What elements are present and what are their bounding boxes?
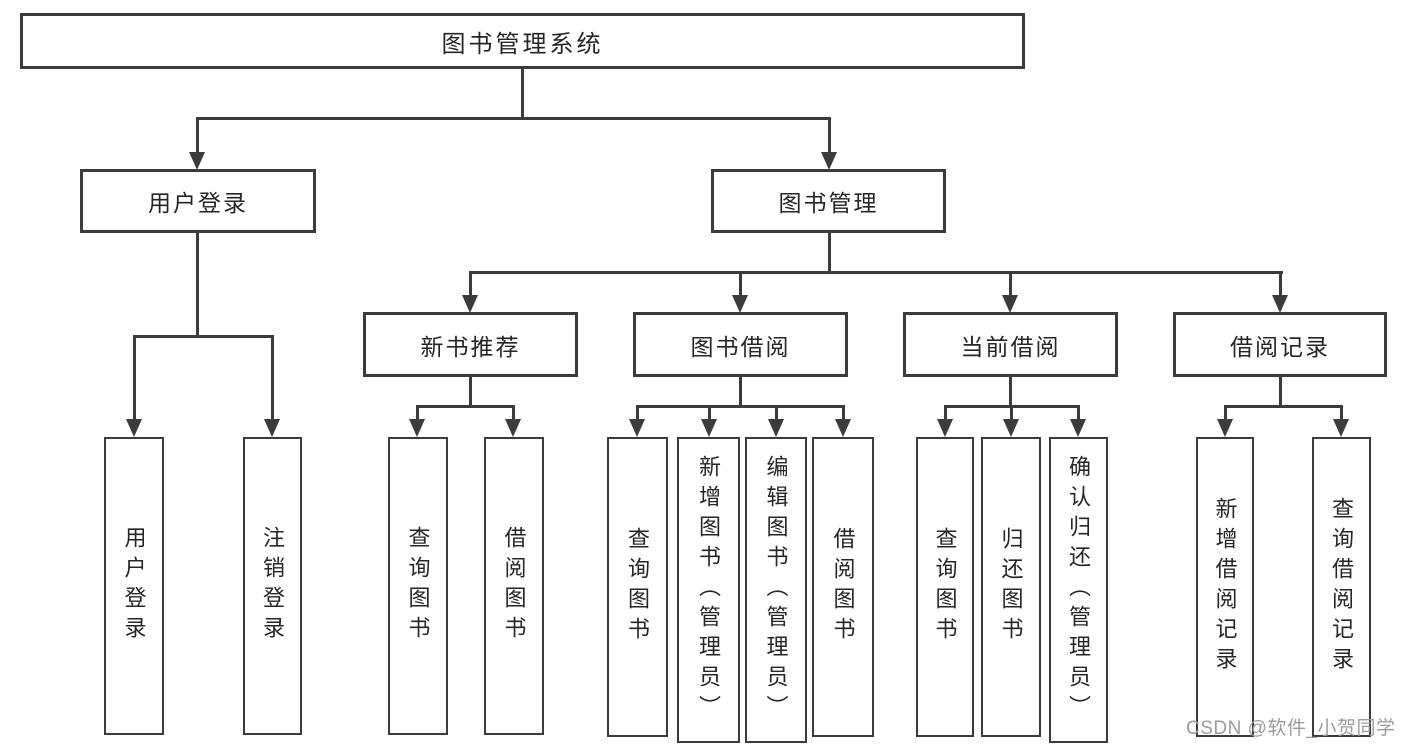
arrowhead-down-icon	[409, 419, 425, 437]
connector-stem	[636, 405, 639, 422]
connector-stem	[739, 271, 742, 298]
node-label: 新书推荐	[420, 333, 521, 360]
connector-stem	[196, 117, 199, 155]
leaf-label: 查询图书	[405, 526, 431, 646]
connector-user-drop	[196, 231, 199, 337]
arrowhead-down-icon	[1333, 419, 1349, 437]
connector-stem	[271, 335, 274, 421]
connector-stem	[842, 405, 845, 422]
connector-recommend-bar	[416, 405, 515, 408]
leaf-label: 新增借阅记录	[1212, 497, 1238, 677]
node-borrow-records: 借阅记录	[1173, 312, 1387, 377]
connector-borrow-bar	[636, 405, 845, 408]
connector-stem	[416, 405, 419, 422]
leaf-query-books-recommend: 查询图书	[388, 437, 448, 735]
connector-mgmt-bar	[469, 271, 1283, 274]
node-library-system: 图书管理系统	[20, 13, 1025, 69]
arrowhead-down-icon	[1272, 295, 1288, 313]
csdn-watermark: CSDN @软件_小贺同学	[1186, 718, 1396, 739]
node-label: 当前借阅	[960, 333, 1061, 360]
connector-root-bar	[196, 117, 831, 120]
arrowhead-down-icon	[732, 295, 748, 313]
node-user-login: 用户登录	[80, 169, 316, 233]
arrowhead-down-icon	[505, 419, 521, 437]
connector-stem	[1009, 271, 1012, 298]
node-new-book-recommend: 新书推荐	[363, 312, 578, 377]
connector-stem	[828, 117, 831, 155]
connector-mgmt-drop	[828, 231, 831, 274]
arrowhead-down-icon	[937, 419, 953, 437]
connector-recommend-drop	[469, 375, 472, 408]
node-current-borrow: 当前借阅	[903, 312, 1118, 377]
arrowhead-down-icon	[821, 152, 837, 170]
node-label: 图书借阅	[690, 333, 791, 360]
arrowhead-down-icon	[126, 419, 142, 437]
leaf-label: 用户登录	[121, 526, 147, 646]
connector-stem	[1279, 271, 1282, 298]
arrowhead-down-icon	[264, 419, 280, 437]
arrowhead-down-icon	[768, 419, 784, 437]
connector-current-drop	[1009, 375, 1012, 408]
leaf-label: 查询借阅记录	[1329, 497, 1355, 677]
connector-user-bar	[133, 335, 274, 338]
connector-stem	[1077, 405, 1080, 422]
arrowhead-down-icon	[629, 419, 645, 437]
leaf-add-borrow-record: 新增借阅记录	[1196, 437, 1254, 737]
leaf-label: 确认归还（管理员）	[1066, 455, 1092, 725]
leaf-label: 查询图书	[932, 527, 958, 647]
leaf-query-books-current: 查询图书	[916, 437, 974, 737]
connector-stem	[1224, 405, 1227, 422]
arrowhead-down-icon	[1217, 419, 1233, 437]
node-label: 用户登录	[148, 190, 248, 216]
leaf-add-books-admin: 新增图书（管理员）	[677, 437, 740, 743]
leaf-query-borrow-record: 查询借阅记录	[1312, 437, 1371, 737]
connector-stem	[775, 405, 778, 422]
connector-root-drop	[521, 66, 524, 120]
leaf-label: 新增图书（管理员）	[696, 455, 722, 725]
leaf-logout-login: 注销登录	[243, 437, 302, 735]
connector-stem	[708, 405, 711, 422]
leaf-return-books: 归还图书	[981, 437, 1041, 737]
leaf-label: 编辑图书（管理员）	[763, 455, 789, 725]
connector-borrow-drop	[739, 375, 742, 408]
arrowhead-down-icon	[701, 419, 717, 437]
connector-stem	[1010, 405, 1013, 422]
connector-stem	[1340, 405, 1343, 422]
leaf-label: 借阅图书	[501, 526, 527, 646]
node-book-borrow: 图书借阅	[633, 312, 848, 377]
connector-stem	[469, 271, 472, 298]
leaf-borrow-books-recommend: 借阅图书	[484, 437, 544, 735]
arrowhead-down-icon	[462, 295, 478, 313]
node-book-management: 图书管理	[711, 169, 946, 233]
arrowhead-down-icon	[1002, 295, 1018, 313]
node-label: 图书管理系统	[441, 30, 604, 58]
leaf-label: 查询图书	[625, 527, 651, 647]
connector-stem	[133, 335, 136, 421]
arrowhead-down-icon	[835, 419, 851, 437]
leaf-query-books-borrow: 查询图书	[607, 437, 668, 737]
leaf-label: 注销登录	[260, 526, 286, 646]
connector-stem	[512, 405, 515, 422]
arrowhead-down-icon	[1003, 419, 1019, 437]
leaf-borrow-books: 借阅图书	[812, 437, 874, 737]
arrowhead-down-icon	[189, 152, 205, 170]
leaf-confirm-return-admin: 确认归还（管理员）	[1049, 437, 1108, 743]
connector-stem	[944, 405, 947, 422]
connector-records-drop	[1279, 375, 1282, 408]
leaf-edit-books-admin: 编辑图书（管理员）	[745, 437, 807, 743]
connector-records-bar	[1224, 405, 1343, 408]
leaf-label: 借阅图书	[830, 527, 856, 647]
node-label: 借阅记录	[1230, 333, 1330, 360]
arrowhead-down-icon	[1070, 419, 1086, 437]
leaf-label: 归还图书	[998, 527, 1024, 647]
node-label: 图书管理	[778, 190, 879, 216]
leaf-user-login: 用户登录	[104, 437, 164, 735]
